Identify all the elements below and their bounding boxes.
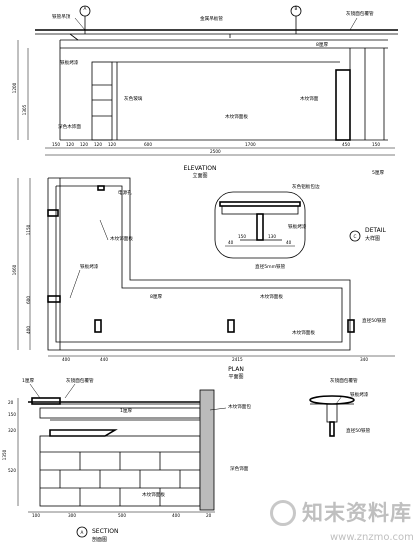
plan-hdim-3: 340 [360,357,368,362]
elevation-total-dim: 2500 [210,149,221,154]
watermark: 知末资料库 [302,497,412,527]
small-section-label-low: 直径50铁管 [346,427,371,434]
section-hdim-0: 100 [32,513,40,518]
section-hdim-3: 400 [172,513,180,518]
detail-marker: C [354,234,357,239]
section-view: 20 150 320 520 1350 100 300 500 400 20 1… [2,377,251,543]
elevation-hdim-0: 150 [52,142,60,147]
plan-hdim-0: 400 [62,357,70,362]
detail-dim-1: 150 [238,234,246,239]
elevation-hdim-1: 120 [66,142,74,147]
plan-vdim-0: 1150 [26,224,31,235]
plan-title-cn: 平面图 [228,374,243,380]
detail-view: 40 150 130 40 灰色铝板包边 铁板烤漆 直径5mm铁管 C DETA… [214,183,386,270]
plan-label-mid: 8厘厚 [150,294,163,300]
small-section-label-mid: 铁板烤漆 [350,391,369,398]
section-vdim-3: 520 [8,468,16,473]
section-label-top-mid: 灰镜面包覆管 [66,377,94,384]
elevation-label-top-left: 铁管吊顶 [52,13,71,20]
watermark-logo-icon [270,500,296,526]
elevation-label-center: 木纹饰面板 [225,113,248,120]
detail-title-en: DETAIL [365,227,386,234]
elevation-vdim-1: 1305 [22,104,27,115]
plan-label-left-mid: 木纹饰面板 [110,235,133,242]
detail-dim-2: 130 [268,234,276,239]
elevation-hdim-7: 450 [342,142,350,147]
section-hdim-1: 300 [68,513,76,518]
elevation-marker-a: A [84,6,87,11]
section-label-lowest: 木纹饰面板 [142,491,165,498]
section-vdim-2: 320 [8,428,16,433]
plan-label-right: 木纹饰面板 [260,293,283,300]
detail-dim-0: 40 [228,240,234,245]
elevation-hdim-6: 1700 [245,142,256,147]
section-title-cn: 剖面图 [92,536,107,543]
elevation-label-bottom-right: 5厘厚 [372,170,385,176]
elevation-hdim-5: 600 [144,142,152,147]
watermark-brand: 知末资料库 [302,501,412,525]
elevation-label-left-glass: 灰色玻璃 [124,95,143,102]
elevation-marker-b: B [295,6,298,11]
section-hdim-4: 20 [206,513,212,518]
elevation-label-right-panel: 木纹饰面 [300,95,319,102]
detail-dim-3: 40 [286,240,292,245]
elevation-title-cn: 立面图 [192,172,207,179]
section-label-low-right: 深色饰面 [230,465,249,472]
plan-label-left-low: 铁板烤漆 [80,263,99,270]
detail-label-right: 铁板烤漆 [288,223,307,230]
plan-hdim-2: 2415 [232,357,243,362]
plan-label-bottom-right: 木纹饰面板 [292,329,315,336]
elevation-hdim-8: 150 [372,142,380,147]
watermark-url: www.znzmo.com [330,532,414,543]
section-hdim-2: 500 [118,513,126,518]
elevation-label-left-low: 深色木饰面 [58,123,81,130]
plan-title-en: PLAN [228,366,244,373]
detail-label-bottom: 直径5mm铁管 [255,263,286,270]
plan-hdim-1: 440 [100,357,108,362]
elevation-hdim-3: 120 [94,142,102,147]
section-marker: A [81,530,84,535]
section-label-top-left: 1厘厚 [22,378,35,384]
section-label-mid-left: 1厘厚 [120,408,133,414]
plan-vdim-2: 600 [26,296,31,304]
plan-label-tl: 电源孔 [118,189,132,196]
detail-marker-icon [349,230,361,242]
elevation-label-left-panel: 铁板烤漆 [60,59,79,66]
section-marker-icon [76,526,88,538]
elevation-title-en: ELEVATION [184,165,217,172]
small-section-label-top: 灰镜面包覆管 [330,377,358,384]
elevation-hdim-4: 120 [108,142,116,147]
section-vdim-1: 150 [8,412,16,417]
plan-view: 1150 1660 600 400 400 440 2415 340 电源孔 木… [12,177,395,380]
section-title-en: SECTION [92,528,118,535]
elevation-label-top-right: 灰镜面包覆管 [346,10,374,17]
elevation-label-top-mid: 金属吊板管 [200,15,223,22]
plan-vdim-1: 1660 [12,264,17,275]
elevation-view: 1200 1305 150 120 120 120 120 600 1700 4… [12,5,398,179]
section-label-mid-right: 木纹饰面包 [228,403,251,410]
detail-label-top: 灰色铝板包边 [292,183,320,190]
plan-vdim-3: 400 [26,326,31,334]
section-vdim-0: 20 [8,400,14,405]
detail-title-cn: 大样图 [365,235,380,242]
small-section-view: 灰镜面包覆管 铁板烤漆 直径50铁管 [309,377,371,437]
elevation-label-rail-right: 8厘厚 [316,42,329,48]
section-vdim-4: 1350 [2,449,7,460]
elevation-hdim-2: 120 [80,142,88,147]
plan-label-far-right: 直径50铁管 [362,317,387,324]
elevation-vdim-0: 1200 [12,82,17,93]
